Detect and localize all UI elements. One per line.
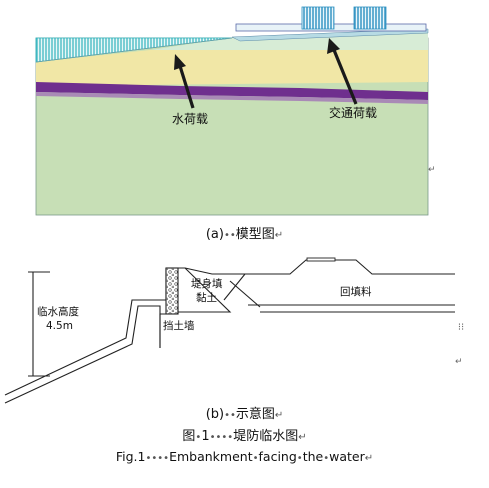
backfill-label: 回填料 bbox=[340, 285, 372, 298]
clay-band bbox=[36, 82, 428, 100]
water-height-value: 4.5m bbox=[46, 320, 73, 332]
traffic-load-label: 交通荷载 bbox=[329, 105, 377, 120]
schematic-figure: 临水高度 4.5m 堤身填 黏土 挡土墙 回填料 ↵ bbox=[4, 257, 463, 404]
embankment-cross-2 bbox=[223, 273, 246, 301]
caption-b-label: (b) bbox=[205, 407, 225, 422]
fig-cn-prefix: 图 bbox=[182, 429, 196, 444]
water-slope-edge bbox=[35, 37, 233, 63]
fig-en-word-4: water bbox=[329, 449, 365, 464]
space-marks: •••• bbox=[209, 432, 234, 443]
caption-b-title: 示意图 bbox=[235, 407, 275, 422]
embankment-cross-3 bbox=[229, 280, 261, 308]
drag-handle-icon[interactable]: ⁝⁝ bbox=[457, 322, 465, 333]
clay-band-light bbox=[36, 92, 428, 104]
fig-en-word-3: the bbox=[302, 449, 324, 464]
retaining-wall-base bbox=[159, 306, 179, 348]
paragraph-mark: ↵ bbox=[364, 453, 374, 464]
caption-part-b: (b)••示意图↵ bbox=[0, 407, 489, 424]
road-pavement bbox=[306, 257, 336, 262]
fill-body-label-1: 堤身填 bbox=[191, 277, 223, 290]
paragraph-mark: ↵ bbox=[274, 230, 284, 241]
traffic-load-block-1 bbox=[301, 6, 335, 30]
fig-en-word-2: facing bbox=[258, 449, 297, 464]
caption-part-a: (a)••模型图↵ bbox=[0, 227, 489, 244]
caption-a-label: (a) bbox=[205, 227, 224, 242]
space-mark: • bbox=[252, 453, 259, 464]
traffic-load-arrow bbox=[327, 38, 358, 105]
space-marks: •••• bbox=[145, 453, 170, 464]
fig-en-word-1: Embankment bbox=[169, 449, 253, 464]
backfill-surface bbox=[184, 259, 455, 275]
paragraph-mark: ↵ bbox=[274, 410, 284, 421]
space-mark: • bbox=[195, 432, 202, 443]
model-figure: 水荷载 交通荷载 ↵ bbox=[35, 6, 436, 216]
fig-en-number: Fig.1 bbox=[115, 449, 146, 464]
traffic-load-block-2 bbox=[353, 6, 387, 30]
figure-caption-cn: 图•1••••堤防临水图↵ bbox=[0, 429, 489, 446]
fig-cn-title: 堤防临水图 bbox=[233, 429, 299, 444]
space-mark: • bbox=[323, 453, 330, 464]
retaining-wall-label: 挡土墙 bbox=[163, 319, 195, 332]
fill-body-label-2: 黏土 bbox=[196, 291, 217, 304]
bank-profile-inner bbox=[4, 305, 161, 404]
embankment-top-strip bbox=[231, 28, 429, 42]
water-height-label: 临水高度 bbox=[37, 305, 79, 318]
fig-cn-number: 1 bbox=[201, 429, 210, 444]
paragraph-mark: ↵ bbox=[455, 357, 463, 367]
space-marks: •• bbox=[224, 410, 236, 421]
figure-caption-en: Fig.1••••Embankment•facing•the•water↵ bbox=[0, 449, 489, 467]
paragraph-mark: ↵ bbox=[298, 432, 307, 443]
water-load-arrow bbox=[174, 54, 195, 109]
embankment-body bbox=[178, 267, 232, 313]
space-mark: • bbox=[296, 453, 303, 464]
water-load-label: 水荷载 bbox=[172, 112, 208, 126]
space-marks: •• bbox=[223, 230, 236, 241]
paragraph-mark: ↵ bbox=[428, 165, 436, 175]
caption-a-title: 模型图 bbox=[235, 227, 275, 242]
retaining-wall-gravel bbox=[165, 267, 179, 315]
